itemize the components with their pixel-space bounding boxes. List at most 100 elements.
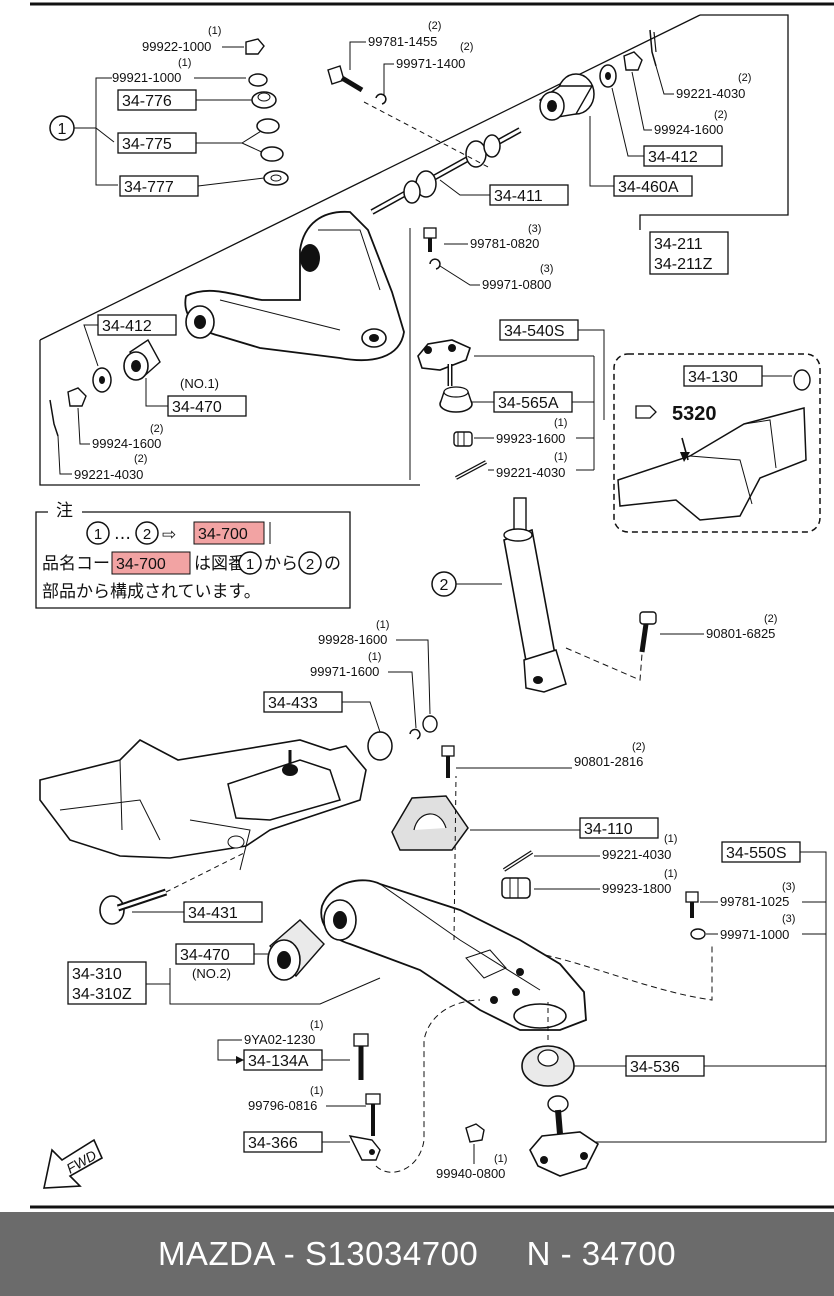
box-34-211: 34-211 34-211Z xyxy=(649,231,729,275)
svg-text:34-700: 34-700 xyxy=(116,556,166,573)
footer-text: MAZDA - S13034700 N - 34700 xyxy=(157,1235,677,1272)
bolt-lower-icon xyxy=(685,891,699,918)
box-34-310: 34-310 34-310Z xyxy=(67,961,381,1005)
svg-text:(3): (3) xyxy=(782,913,795,925)
bushing-pair-icon xyxy=(256,118,284,162)
svg-text:34-776: 34-776 xyxy=(122,93,172,110)
svg-text:(2): (2) xyxy=(150,423,163,435)
svg-text:2: 2 xyxy=(306,556,314,573)
svg-text:99221-4030: 99221-4030 xyxy=(496,465,565,480)
svg-text:34-366: 34-366 xyxy=(248,1135,298,1152)
frame-inset-34-130: 34-130 5320 xyxy=(613,353,821,533)
part-label-99221-4030-d: (1) 99221-4030 xyxy=(534,833,677,862)
svg-text:部品から構成されています。: 部品から構成されています。 xyxy=(42,582,261,602)
svg-text:(3): (3) xyxy=(528,223,541,235)
svg-text:から: から xyxy=(264,554,298,574)
box-34-433: 34-433 xyxy=(263,691,381,733)
washer-lower-icon xyxy=(690,928,706,940)
bolt-small-lower-icon xyxy=(365,1093,381,1136)
lock-washer-icon xyxy=(375,93,387,105)
svg-text:(1): (1) xyxy=(368,651,381,663)
svg-text:(1): (1) xyxy=(664,833,677,845)
bushing-34-470-no2-icon xyxy=(267,919,325,981)
svg-text:34-412: 34-412 xyxy=(102,318,152,335)
ball-joint-upper-icon xyxy=(417,339,471,386)
part-label-99922-1000: (1) 99922-1000 xyxy=(142,25,244,54)
svg-text:34-550S: 34-550S xyxy=(726,845,787,862)
svg-text:99924-1600: 99924-1600 xyxy=(92,436,161,451)
svg-text:…: … xyxy=(114,524,131,544)
svg-text:99971-1400: 99971-1400 xyxy=(396,56,465,71)
svg-text:(1): (1) xyxy=(310,1085,323,1097)
svg-text:34-536: 34-536 xyxy=(630,1059,680,1076)
washer-34-412-icon xyxy=(599,64,617,88)
svg-text:(3): (3) xyxy=(540,263,553,275)
svg-text:34-700: 34-700 xyxy=(198,526,248,543)
svg-text:99971-1600: 99971-1600 xyxy=(310,664,379,679)
part-label-99781-1025: (3) 99781-1025 xyxy=(700,881,826,909)
part-label-90801-2816: (2) 90801-2816 xyxy=(456,741,645,769)
castle-nut-icon xyxy=(453,431,473,447)
svg-text:90801-2816: 90801-2816 xyxy=(574,754,643,769)
svg-text:34-412: 34-412 xyxy=(648,149,698,166)
svg-text:99221-4030: 99221-4030 xyxy=(676,86,745,101)
svg-text:99781-0820: 99781-0820 xyxy=(470,236,539,251)
bolt-icon xyxy=(327,65,364,93)
cotter-pin-lower-icon xyxy=(502,850,534,872)
box-34-777: 34-777 xyxy=(119,175,265,197)
part-label-99921-1000: (1) 99921-1000 xyxy=(112,57,246,85)
svg-text:9YA02-1230: 9YA02-1230 xyxy=(244,1032,315,1047)
box-34-412-top: 34-412 xyxy=(611,87,723,167)
nut-icon xyxy=(245,38,265,55)
box-34-536: 34-536 xyxy=(574,1055,826,1077)
svg-text:34-460A: 34-460A xyxy=(618,179,679,196)
svg-text:(1): (1) xyxy=(310,1019,323,1031)
svg-text:34-470: 34-470 xyxy=(172,399,222,416)
svg-text:99781-1025: 99781-1025 xyxy=(720,894,789,909)
bolt-shock-icon xyxy=(639,611,657,653)
svg-text:34-540S: 34-540S xyxy=(504,323,565,340)
svg-text:(3): (3) xyxy=(782,881,795,893)
svg-text:34-565A: 34-565A xyxy=(498,395,559,412)
svg-text:(NO.2): (NO.2) xyxy=(192,966,231,981)
box-34-412-left: 34-412 xyxy=(83,314,177,367)
callout-1: 1 xyxy=(49,77,118,186)
shock-absorber-icon xyxy=(503,497,567,693)
svg-text:99922-1000: 99922-1000 xyxy=(142,39,211,54)
svg-text:99221-4030: 99221-4030 xyxy=(602,847,671,862)
boot-34-536-icon xyxy=(521,1045,575,1087)
part-label-99924-1600-a: (2) 99924-1600 xyxy=(631,71,727,137)
svg-text:99221-4030: 99221-4030 xyxy=(74,467,143,482)
part-label-99940-0800: (1) 99940-0800 xyxy=(436,1144,507,1181)
box-34-550S: 34-550S xyxy=(590,841,827,1143)
nut-left-icon xyxy=(67,387,87,407)
bolt-34-134A-icon xyxy=(353,1033,369,1080)
bushing-34-460A-icon xyxy=(539,73,595,121)
box-34-540S: 34-540S xyxy=(474,319,605,470)
bolt-mount-icon xyxy=(441,745,455,778)
part-label-99923-1800: (1) 99923-1800 xyxy=(534,868,677,896)
part-label-99971-0800: (3) 99971-0800 xyxy=(439,263,553,292)
svg-text:(2): (2) xyxy=(632,741,645,753)
svg-text:(1): (1) xyxy=(554,451,567,463)
svg-text:34-211Z: 34-211Z xyxy=(654,256,713,273)
svg-text:99796-0816: 99796-0816 xyxy=(248,1098,317,1113)
footer-bar: MAZDA - S13034700 N - 34700 xyxy=(0,1212,834,1296)
svg-text:(2): (2) xyxy=(134,453,147,465)
svg-text:34-134A: 34-134A xyxy=(248,1053,309,1070)
nut-icon-2 xyxy=(623,51,643,71)
svg-text:(2): (2) xyxy=(738,72,751,84)
svg-text:34-777: 34-777 xyxy=(124,179,174,196)
part-label-99221-4030-a: (2) 99221-4030 xyxy=(655,65,751,101)
washer-icon-2 xyxy=(263,170,289,186)
svg-text:(2): (2) xyxy=(428,20,441,32)
svg-text:99971-0800: 99971-0800 xyxy=(482,277,551,292)
svg-text:2: 2 xyxy=(440,577,449,594)
svg-text:99923-1800: 99923-1800 xyxy=(602,881,671,896)
svg-text:(NO.1): (NO.1) xyxy=(180,376,219,391)
svg-text:34-130: 34-130 xyxy=(688,369,738,386)
svg-text:1: 1 xyxy=(94,526,102,543)
cotter-pin-icon xyxy=(649,29,657,67)
part-label-99781-0820: (3) 99781-0820 xyxy=(444,223,541,251)
svg-text:(2): (2) xyxy=(764,613,777,625)
